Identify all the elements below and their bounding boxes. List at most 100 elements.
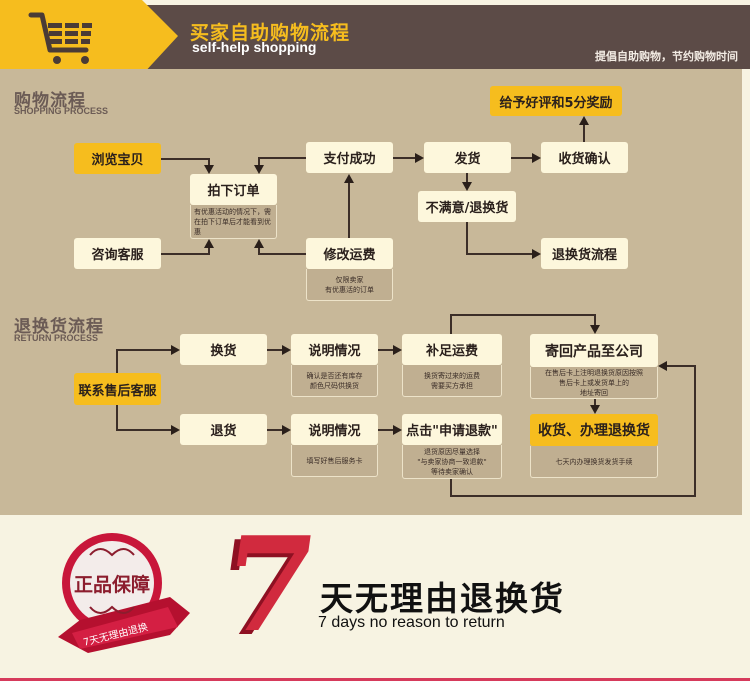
connector xyxy=(258,253,306,255)
shopping-cart-icon xyxy=(28,12,92,64)
arrow-up-icon xyxy=(344,174,354,183)
note-line: 等待卖家确认 xyxy=(431,467,473,476)
connector xyxy=(583,124,585,142)
node-explain-refund-note: 填写好售后服务卡 xyxy=(291,445,378,477)
note-line: 换货寄过来的运费 xyxy=(424,371,480,380)
node-browse: 浏览宝贝 xyxy=(74,143,161,174)
node-consult: 咨询客服 xyxy=(74,238,161,269)
connector xyxy=(161,158,210,160)
connector xyxy=(511,157,533,159)
header-title: 买家自助购物流程 xyxy=(190,22,351,44)
top-strip xyxy=(0,0,750,6)
node-pay-shipping: 补足运费 xyxy=(402,334,502,365)
connector xyxy=(116,429,172,431)
badge-text: 正品保障 xyxy=(74,574,151,596)
arrow-down-icon xyxy=(254,165,264,174)
connector xyxy=(258,247,260,255)
connector xyxy=(450,314,452,334)
connector xyxy=(161,253,210,255)
connector xyxy=(694,365,696,497)
connector xyxy=(450,314,596,316)
node-ship: 发货 xyxy=(424,142,511,173)
note-line: 需要买方承担 xyxy=(431,381,473,390)
node-receive-process: 收货、办理退换货 xyxy=(530,414,658,446)
banner-english: 7 days no reason to return xyxy=(318,614,505,631)
connector xyxy=(258,157,306,159)
connector xyxy=(378,349,394,351)
return-section-title: 退换货流程 xyxy=(14,317,104,337)
note-line: 颜色尺码供换货 xyxy=(310,381,359,390)
arrow-down-icon xyxy=(204,165,214,174)
node-modify-note: 仅限卖家 有优惠活的订单 xyxy=(306,269,393,301)
connector xyxy=(116,349,118,373)
node-pay-shipping-note: 换货寄过来的运费 需要买方承担 xyxy=(402,365,502,397)
note-line: "与卖家协商一致退款" xyxy=(417,457,487,466)
connector xyxy=(594,399,596,406)
arrow-down-icon xyxy=(590,325,600,334)
arrow-left-icon xyxy=(658,361,667,371)
modify-note-line-2: 有优惠活的订单 xyxy=(325,285,374,294)
connector xyxy=(348,182,350,238)
node-explain-exchange: 说明情况 xyxy=(291,334,378,365)
bottom-accent-line xyxy=(0,678,750,681)
connector xyxy=(466,253,533,255)
node-contact-service: 联系售后客服 xyxy=(74,373,161,405)
connector xyxy=(208,247,210,255)
node-paid: 支付成功 xyxy=(306,142,393,173)
note-line: 退货原因尽量选择 xyxy=(424,447,480,456)
note-line: 确认是否还有库存 xyxy=(306,371,363,380)
arrow-up-icon xyxy=(579,116,589,125)
arrow-down-icon xyxy=(590,405,600,414)
arrow-right-icon xyxy=(171,345,180,355)
connector xyxy=(450,479,452,496)
node-exchange: 换货 xyxy=(180,334,267,365)
arrow-right-icon xyxy=(282,425,291,435)
connector xyxy=(258,157,260,166)
connector xyxy=(267,349,283,351)
node-apply-refund-note: 退货原因尽量选择 "与卖家协商一致退款" 等待卖家确认 xyxy=(402,445,502,479)
connector xyxy=(594,314,596,326)
node-send-back-note: 在售后卡上注明退换货原因按照 售后卡上或发货单上的 地址寄回 xyxy=(530,367,658,399)
connector xyxy=(466,222,468,254)
header-slogan: 提倡自助购物，节约购物时间 xyxy=(595,50,738,63)
banner-headline: 天无理由退换货 xyxy=(320,579,565,618)
shopping-section-subtitle: SHOPPING PROCESS xyxy=(14,106,109,116)
node-return-flow: 退换货流程 xyxy=(541,238,628,269)
node-explain-refund: 说明情况 xyxy=(291,414,378,445)
arrow-right-icon xyxy=(393,345,402,355)
note-line: 在售后卡上注明退换货原因按照 xyxy=(545,368,643,377)
arrow-right-icon xyxy=(532,153,541,163)
right-edge xyxy=(742,69,750,515)
connector xyxy=(393,157,417,159)
connector xyxy=(208,158,210,166)
node-explain-exchange-note: 确认是否还有库存 颜色尺码供换货 xyxy=(291,365,378,397)
node-review: 给予好评和5分奖励 xyxy=(490,86,622,116)
node-order: 拍下订单 xyxy=(190,174,277,205)
note-line: 填写好售后服务卡 xyxy=(306,456,363,465)
big-seven: 7 xyxy=(213,508,326,661)
node-refund: 退货 xyxy=(180,414,267,445)
arrow-up-icon xyxy=(254,239,264,248)
arrow-right-icon xyxy=(532,249,541,259)
connector xyxy=(450,495,696,497)
arrow-right-icon xyxy=(393,425,402,435)
arrow-down-icon xyxy=(462,182,472,191)
note-line: 售后卡上或发货单上的 xyxy=(559,378,629,387)
arrow-right-icon xyxy=(282,345,291,355)
node-receive-note: 七天内办理换货发货手续 xyxy=(530,446,658,478)
node-confirm: 收货确认 xyxy=(541,142,628,173)
header-subtitle: self-help shopping xyxy=(192,39,317,55)
connector xyxy=(267,429,283,431)
return-section-subtitle: RETURN PROCESS xyxy=(14,333,99,343)
header-cart-tab xyxy=(0,0,178,75)
node-modify-shipping: 修改运费 xyxy=(306,238,393,269)
connector xyxy=(116,349,172,351)
node-unsatisfied: 不满意/退换货 xyxy=(418,191,516,222)
shopping-section-title: 购物流程 xyxy=(14,91,86,111)
note-line: 地址寄回 xyxy=(580,388,608,397)
connector xyxy=(378,429,394,431)
arrow-right-icon xyxy=(415,153,424,163)
connector xyxy=(666,365,696,367)
node-send-back: 寄回产品至公司 xyxy=(530,334,658,367)
